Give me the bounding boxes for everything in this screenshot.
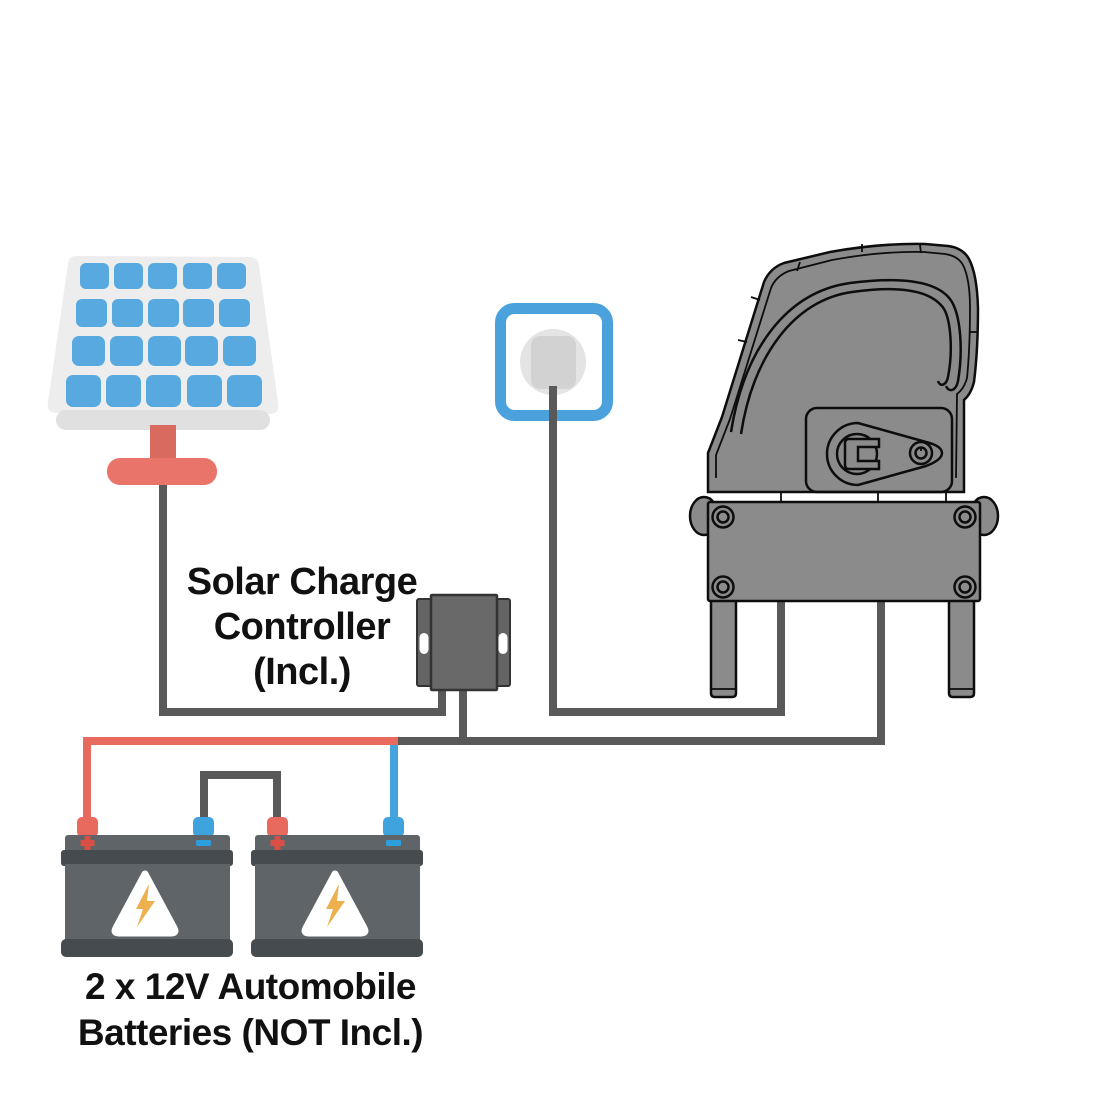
solar-panel-icon bbox=[47, 256, 279, 485]
opener-base-plate bbox=[706, 500, 982, 603]
controller-right-slot bbox=[498, 633, 508, 654]
controller-label-line2: Controller bbox=[213, 606, 391, 648]
wire-junction-to-opener bbox=[394, 592, 885, 745]
opener-release-lever bbox=[843, 437, 881, 471]
opener-release-teardrop bbox=[825, 421, 944, 487]
keyhole-icon bbox=[908, 440, 934, 466]
batteries-label-line2: Batteries (NOT Incl.) bbox=[77, 1012, 424, 1053]
opener-visor-band-outer bbox=[729, 278, 962, 433]
opener-bolts bbox=[711, 505, 977, 599]
wire-positive-red bbox=[83, 737, 398, 822]
opener-inner-outline bbox=[715, 251, 971, 479]
batteries-label-line1: 2 x 12V Automobile bbox=[85, 966, 416, 1007]
opener-right-leg bbox=[947, 598, 976, 699]
wire-solar-to-controller bbox=[159, 470, 446, 716]
wires bbox=[83, 386, 885, 822]
outlet-plug bbox=[531, 336, 576, 389]
battery-1-icon bbox=[61, 817, 233, 957]
panel-bottom-lip bbox=[56, 410, 270, 430]
controller-label-line3: (Incl.) bbox=[253, 651, 351, 693]
controller-label-line1: Solar Charge bbox=[186, 561, 418, 603]
batteries-label: 2 x 12V Automobile Batteries (NOT Incl.) bbox=[28, 964, 473, 1056]
opener-release-dial bbox=[835, 432, 879, 476]
controller-left-slot bbox=[419, 633, 429, 654]
opener-left-leg bbox=[709, 598, 738, 699]
gate-opener-icon bbox=[688, 242, 1000, 699]
battery-2-icon bbox=[251, 817, 423, 957]
panel-frame bbox=[47, 256, 279, 414]
wire-battery-jumper bbox=[200, 771, 281, 822]
opener-side-panel bbox=[804, 406, 954, 494]
opener-body bbox=[706, 242, 980, 494]
charge-controller-icon bbox=[416, 593, 511, 692]
opener-visor-band-inner bbox=[739, 287, 952, 435]
controller-box bbox=[429, 593, 499, 692]
panel-cells bbox=[66, 263, 262, 407]
controller-label: Solar Charge Controller (Incl.) bbox=[142, 560, 462, 695]
panel-stand-base bbox=[107, 458, 217, 485]
panel-stand-post bbox=[150, 425, 176, 462]
wall-outlet-icon bbox=[495, 303, 613, 421]
wire-outlet-to-opener bbox=[549, 386, 785, 716]
